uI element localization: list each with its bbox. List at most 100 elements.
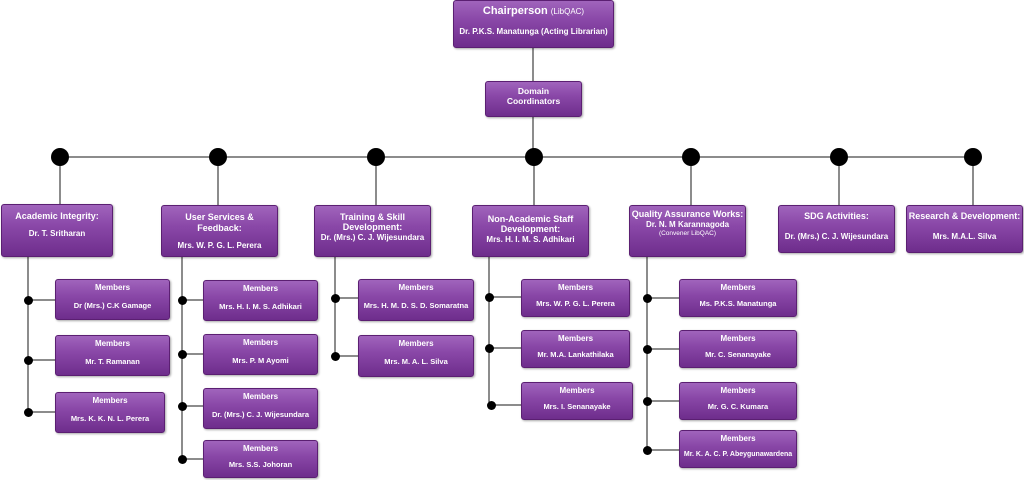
member-box: Members Dr. (Mrs.) C. J. Wijesundara: [203, 388, 318, 429]
member-name: Mrs. P. M Ayomi: [232, 356, 289, 365]
member-dot: [643, 345, 652, 354]
member-dot: [485, 293, 494, 302]
member-dot: [24, 408, 33, 417]
member-box: Members Mrs. H. M. D. S. D. Somaratna: [358, 279, 474, 321]
member-dot: [643, 397, 652, 406]
member-name: Mr. M.A. Lankathilaka: [537, 350, 614, 359]
member-name: Mrs. H. I. M. S. Adhikari: [219, 302, 302, 311]
category-head: Mrs. H. I. M. S. Adhikari: [486, 235, 575, 244]
member-box: Members Mrs. S.S. Johoran: [203, 440, 318, 478]
member-box: Members Mrs. H. I. M. S. Adhikari: [203, 280, 318, 321]
members-label: Members: [242, 338, 279, 347]
member-name: Mrs. I. Senanayake: [543, 402, 611, 411]
members-label: Members: [720, 334, 756, 343]
category-title: SDG Activities:: [804, 211, 869, 221]
member-box: Members Mrs. K. K. N. L. Perera: [55, 392, 165, 433]
member-dot: [178, 296, 187, 305]
connector-dot: [209, 148, 227, 166]
domain-coordinators-box: Domain Coordinators: [485, 81, 582, 117]
category-head: Mrs. M.A.L. Silva: [932, 232, 997, 241]
members-label: Members: [92, 396, 128, 405]
member-box: Members Dr (Mrs.) C.K Gamage: [55, 279, 170, 320]
member-dot: [24, 296, 33, 305]
members-label: Members: [720, 434, 756, 443]
member-name: Mrs. W. P. G. L. Perera: [536, 299, 615, 308]
member-name: Mr. T. Ramanan: [85, 357, 140, 366]
members-label: Members: [242, 444, 279, 453]
member-name: Mrs. H. M. D. S. D. Somaratna: [363, 301, 469, 310]
member-name: Mr. C. Senanayake: [705, 350, 771, 359]
members-label: Members: [720, 283, 756, 292]
member-dot: [178, 402, 187, 411]
members-label: Members: [242, 392, 279, 401]
category-box-training: Training & Skill Development: Dr. (Mrs.)…: [314, 205, 431, 257]
category-box-academic-integrity: Academic Integrity: Dr. T. Sritharan: [1, 204, 113, 257]
members-label: Members: [557, 283, 594, 292]
member-dot: [331, 352, 340, 361]
chairperson-box: Chairperson (LibQAC) Dr. P.K.S. Manatung…: [453, 0, 614, 48]
category-title: Academic Integrity:: [15, 211, 99, 221]
members-label: Members: [398, 339, 434, 348]
category-box-sdg: SDG Activities: Dr. (Mrs.) C. J. Wijesun…: [778, 205, 895, 253]
chairperson-title: Chairperson (LibQAC): [482, 5, 585, 17]
members-label: Members: [94, 283, 131, 292]
members-label: Members: [559, 386, 595, 395]
category-box-user-services: User Services & Feedback: Mrs. W. P. G. …: [161, 205, 278, 257]
members-label: Members: [398, 283, 434, 292]
connector-dot: [51, 148, 69, 166]
category-title: Training & Skill Development:: [339, 212, 405, 232]
category-title: Research & Development:: [908, 211, 1021, 221]
chairperson-name: Dr. P.K.S. Manatunga (Acting Librarian): [459, 27, 608, 36]
member-name: Dr. (Mrs.) C. J. Wijesundara: [211, 410, 310, 419]
member-dot: [178, 455, 187, 464]
coordinators-line1: Domain: [517, 86, 550, 96]
member-dot: [178, 350, 187, 359]
member-dot: [331, 294, 340, 303]
member-name: Mr. K. A. C. P. Abeygunawardena: [683, 451, 793, 458]
coordinators-line2: Coordinators: [506, 96, 561, 106]
member-box: Members Mrs. M. A. L. Silva: [358, 335, 474, 377]
member-box: Members Mr. C. Senanayake: [679, 330, 797, 368]
member-dot: [643, 446, 652, 455]
connector-dot: [682, 148, 700, 166]
member-name: Mrs. M. A. L. Silva: [384, 357, 448, 366]
members-label: Members: [557, 334, 594, 343]
member-box: Members Mrs. W. P. G. L. Perera: [521, 279, 630, 317]
connector-dot: [367, 148, 385, 166]
member-dot: [487, 401, 496, 410]
category-box-research: Research & Development: Mrs. M.A.L. Silv…: [906, 205, 1023, 253]
member-box: Members Mr. T. Ramanan: [55, 335, 170, 376]
member-box: Members Mrs. P. M Ayomi: [203, 334, 318, 375]
connector-dot: [830, 148, 848, 166]
member-dot: [485, 344, 494, 353]
category-head: Dr. (Mrs.) C. J. Wijesundara: [320, 233, 425, 242]
member-box: Members Ms. P.K.S. Manatunga: [679, 279, 797, 317]
category-title: Quality Assurance Works:: [631, 209, 744, 219]
connector-dot: [964, 148, 982, 166]
category-head: Mrs. W. P. G. L. Perera: [177, 241, 262, 250]
category-head: Dr. (Mrs.) C. J. Wijesundara: [784, 232, 889, 241]
member-name: Mrs. K. K. N. L. Perera: [70, 414, 150, 423]
category-title: Non-Academic Staff Development:: [487, 214, 574, 234]
category-box-non-academic: Non-Academic Staff Development: Mrs. H. …: [472, 205, 589, 257]
category-note: (Convener LibQAC): [658, 230, 717, 237]
member-box: Members Mr. G. C. Kumara: [679, 382, 797, 420]
connector-dot: [525, 148, 543, 166]
member-name: Dr (Mrs.) C.K Gamage: [73, 301, 152, 310]
member-box: Members Mr. K. A. C. P. Abeygunawardena: [679, 430, 797, 468]
member-name: Mrs. S.S. Johoran: [228, 460, 293, 469]
category-title: User Services & Feedback:: [185, 212, 254, 233]
category-head: Dr. N. M Karannagoda: [645, 220, 730, 229]
members-label: Members: [94, 339, 131, 348]
member-dot: [643, 294, 652, 303]
members-label: Members: [720, 386, 756, 395]
member-name: Mr. G. C. Kumara: [707, 402, 769, 411]
member-dot: [24, 356, 33, 365]
member-name: Ms. P.K.S. Manatunga: [699, 299, 777, 308]
category-head: Dr. T. Sritharan: [28, 229, 86, 238]
member-box: Members Mr. M.A. Lankathilaka: [521, 330, 630, 368]
members-label: Members: [242, 284, 279, 293]
category-box-quality-assurance: Quality Assurance Works: Dr. N. M Karann…: [629, 205, 746, 257]
member-box: Members Mrs. I. Senanayake: [521, 382, 633, 420]
